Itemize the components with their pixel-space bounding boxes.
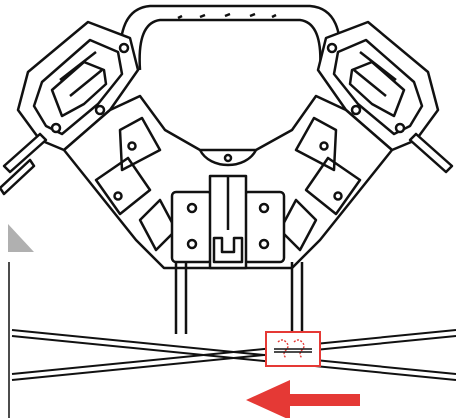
page-corner-marker xyxy=(8,224,34,252)
left-limb-cam xyxy=(0,20,140,196)
vertical-rails xyxy=(174,262,304,334)
string-clip-highlight xyxy=(265,331,321,367)
crossing-strings xyxy=(11,329,456,381)
center-barrel-block xyxy=(170,174,286,270)
top-handle xyxy=(118,4,342,71)
direction-arrow xyxy=(246,380,360,418)
